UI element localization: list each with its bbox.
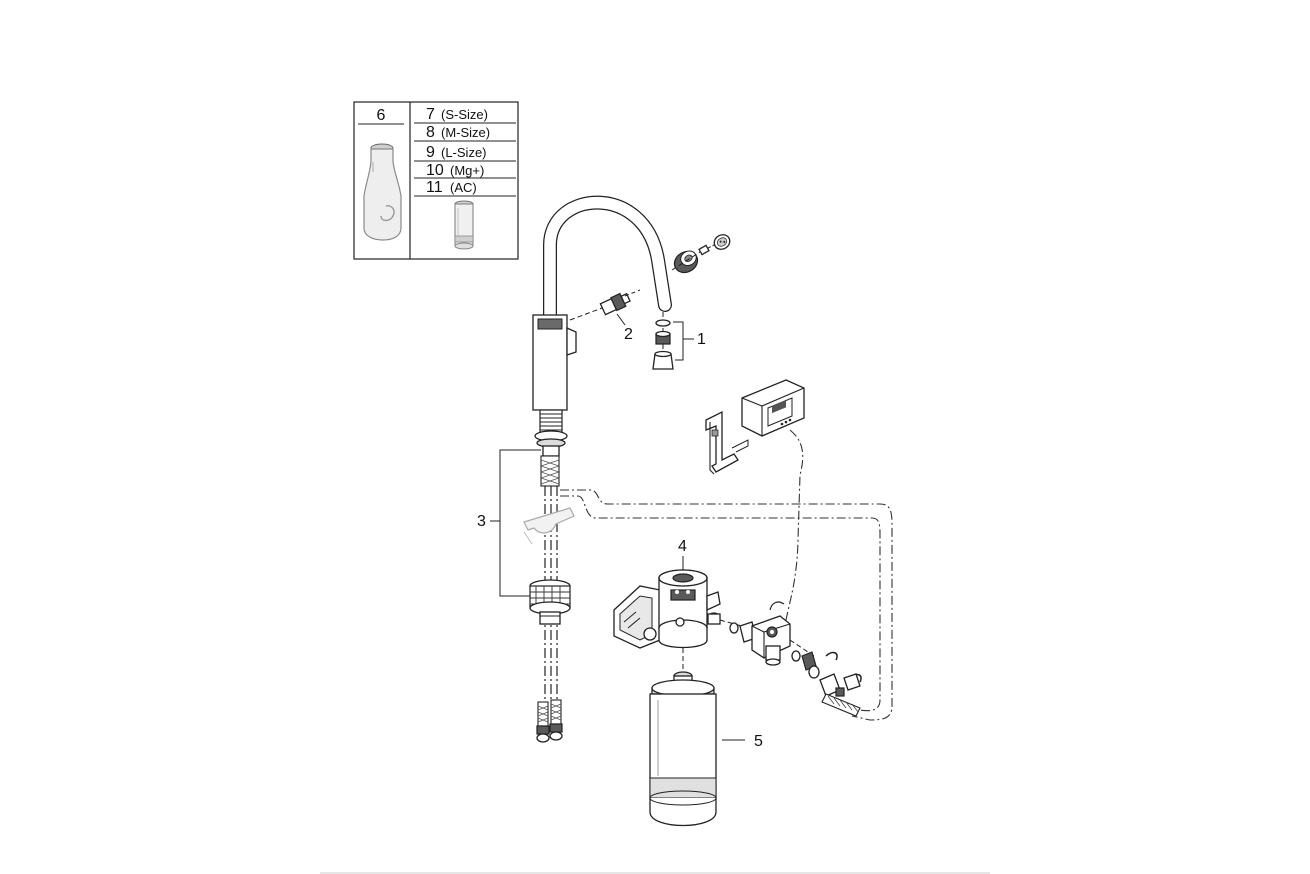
- filter-head-part-4: 4: [613, 538, 721, 649]
- legend-row-11: 11 (AC): [426, 179, 477, 196]
- callout-3: 3: [477, 513, 486, 530]
- legend-row-9-number: 9: [426, 144, 435, 161]
- connector-part-2: 2: [569, 289, 641, 343]
- mounting-bracket: [523, 507, 575, 534]
- routed-tubes: [560, 429, 893, 721]
- legend-row-9: 9 (L-Size): [426, 144, 487, 161]
- filter-bottle-large-icon: [363, 143, 402, 241]
- faucet-body: [532, 314, 568, 411]
- control-display-box: [741, 379, 805, 437]
- legend-row-8: 8 (M-Size): [426, 124, 490, 141]
- mounting-nut: [529, 579, 571, 625]
- callout-2: 2: [624, 326, 633, 343]
- legend-item-6-number: 6: [377, 107, 386, 124]
- legend-row-9-label: (L-Size): [441, 145, 487, 160]
- aerator-nut: [671, 234, 731, 274]
- supply-hoses: 3: [477, 449, 575, 743]
- faucet-threaded-base: [534, 409, 568, 457]
- callout-5: 5: [754, 733, 763, 750]
- legend-row-7: 7 (S-Size): [426, 106, 488, 123]
- filter-cartridge-part-5: 5: [649, 648, 763, 827]
- faucet-spout: [532, 195, 672, 457]
- hose-end-fittings: [536, 699, 563, 743]
- legend-row-11-number: 11: [426, 179, 443, 196]
- wall-bracket: [705, 410, 749, 475]
- callout-1: 1: [697, 331, 706, 348]
- legend-row-7-label: (S-Size): [441, 107, 488, 122]
- flow-meter-fittings: [719, 601, 862, 717]
- aerator-set-part-1: 1: [652, 312, 706, 370]
- legend-row-11-label: (AC): [450, 180, 477, 195]
- legend-row-10-label: (Mg+): [450, 163, 484, 178]
- flow-meter-valve: [751, 601, 791, 666]
- braided-supply-hose: [821, 693, 861, 717]
- legend-row-7-number: 7: [426, 106, 435, 123]
- faucet-lever: [566, 326, 577, 356]
- legend-row-8-number: 8: [426, 124, 435, 141]
- legend-box: 6 7 (S-Size) 8 (M-Size) 9 (L-Size) 10 (M…: [353, 101, 519, 260]
- legend-row-10: 10 (Mg+): [426, 162, 484, 179]
- legend-row-10-number: 10: [426, 162, 444, 179]
- callout-4: 4: [678, 538, 687, 555]
- filter-cartridge-small-icon: [454, 200, 474, 250]
- legend-row-8-label: (M-Size): [441, 125, 490, 140]
